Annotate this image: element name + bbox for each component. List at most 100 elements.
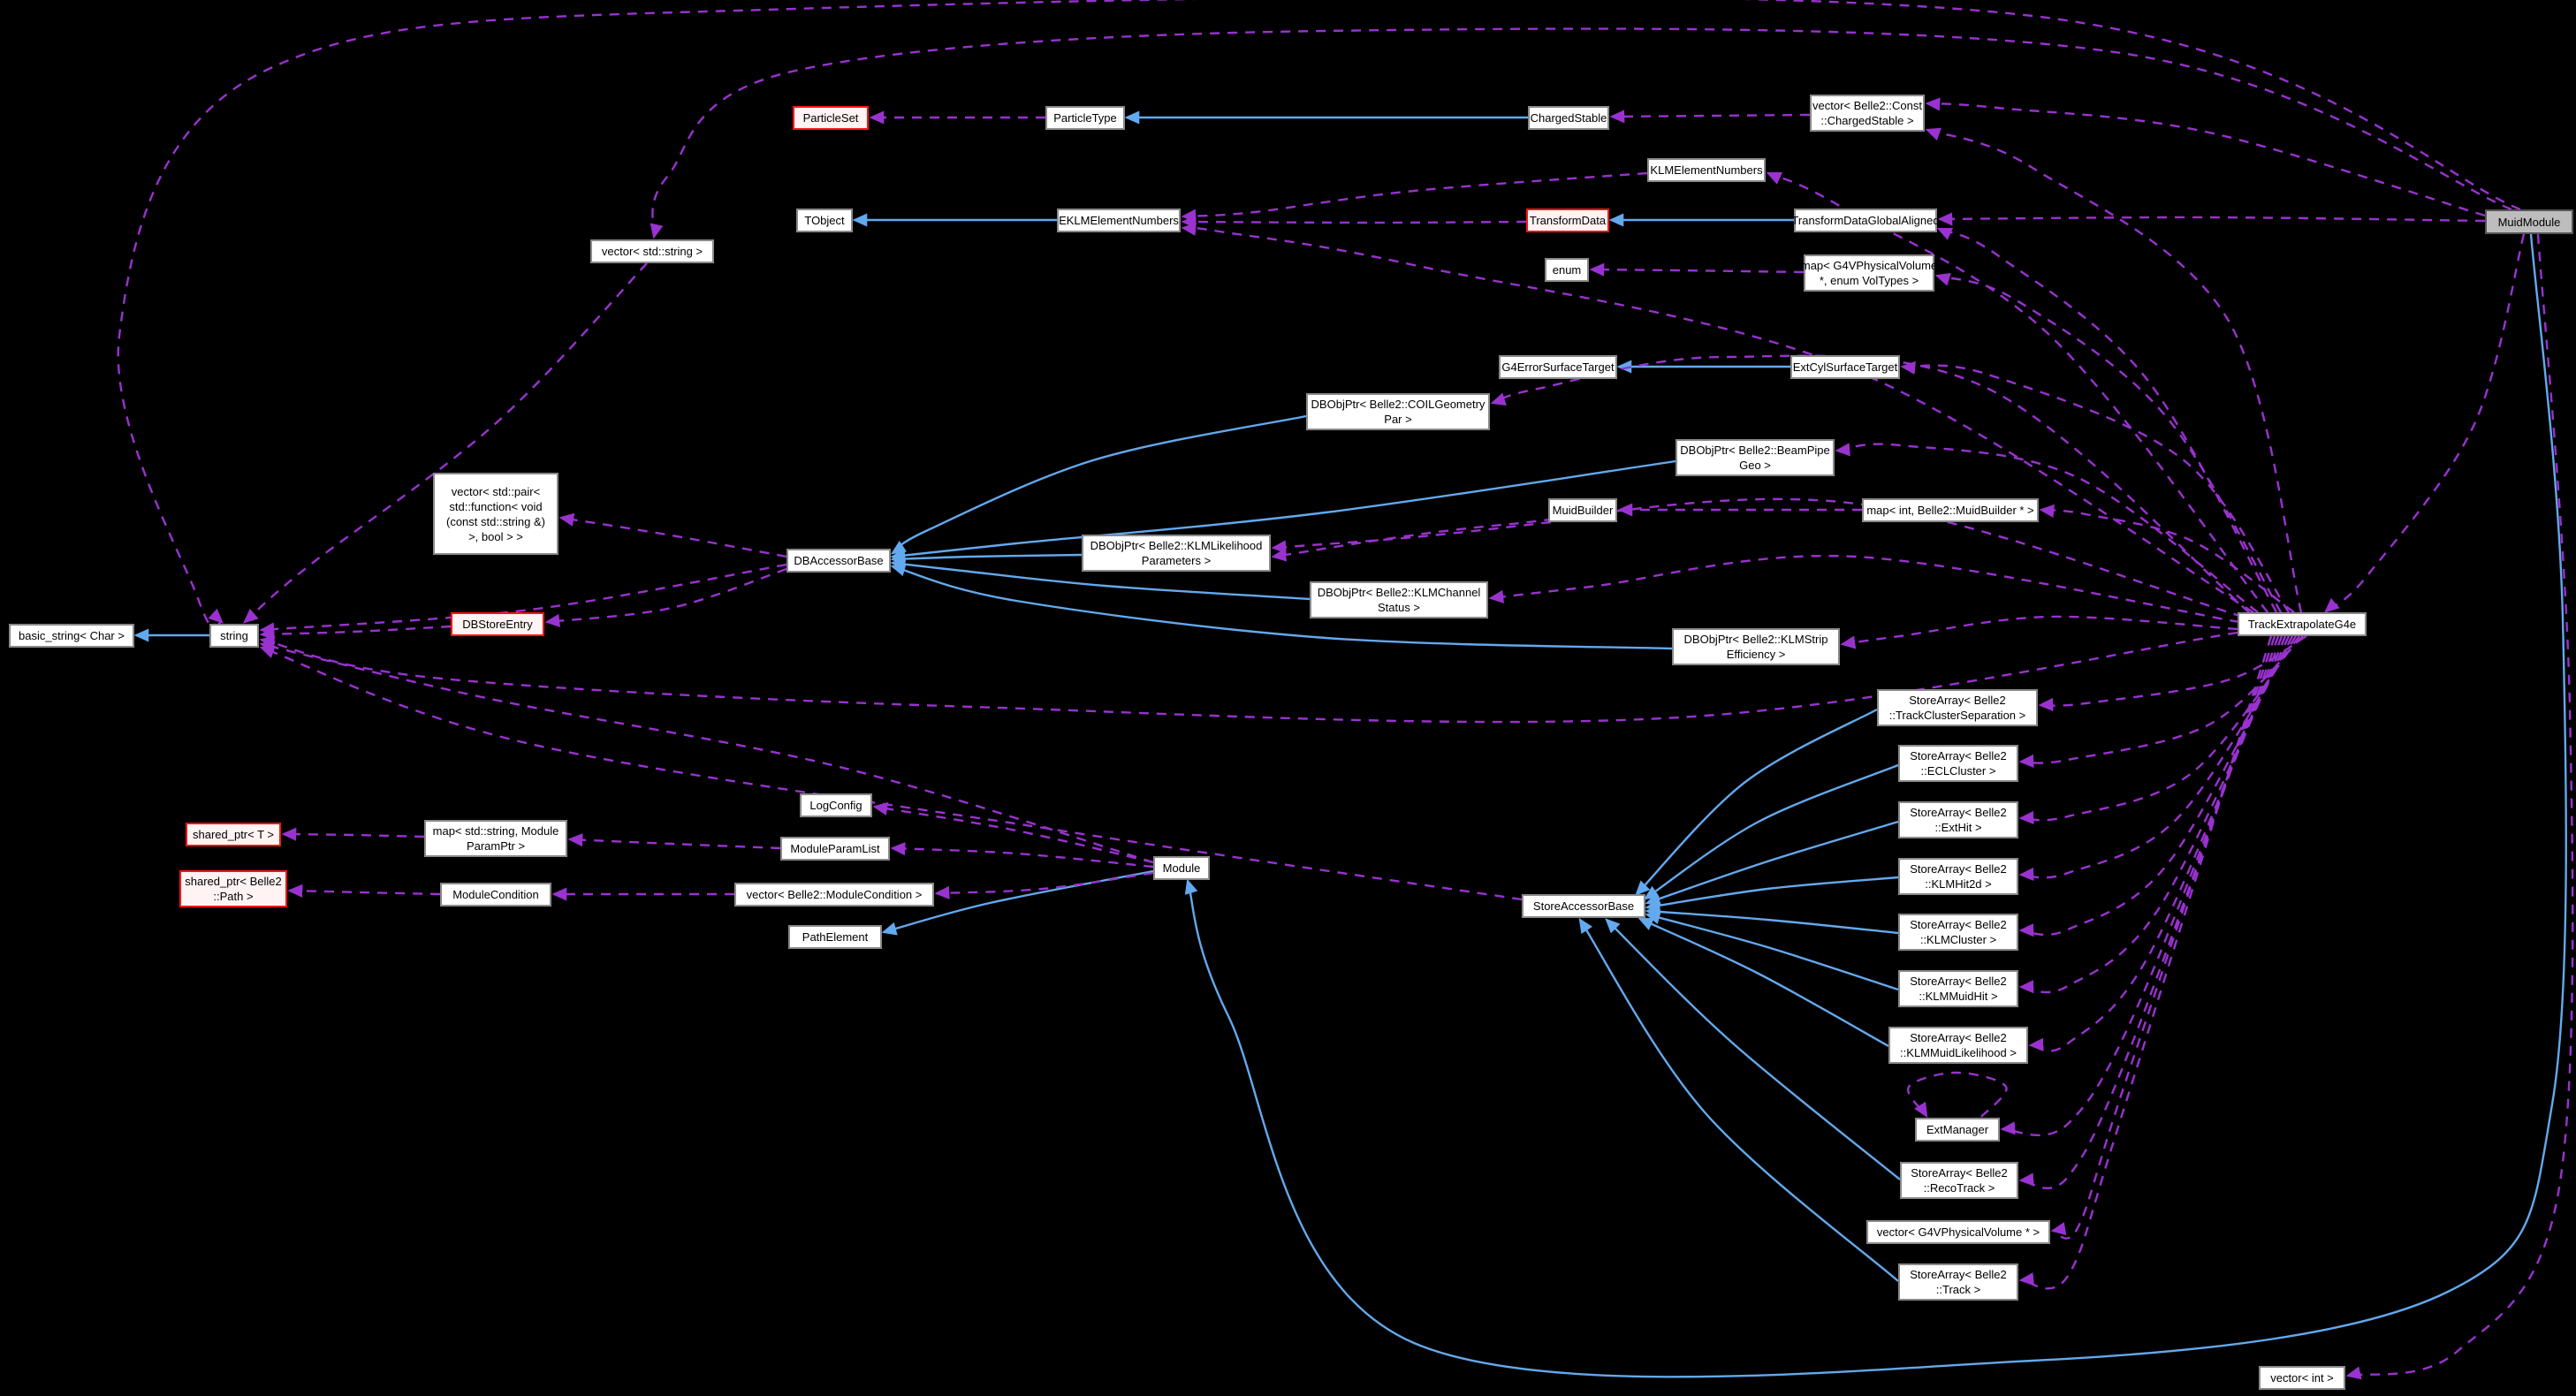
node-label: DBStoreEntry — [462, 618, 533, 631]
edge-dbobjptr-coil-to-db-accessor-base — [890, 414, 1307, 555]
node-sa-ecl-cluster[interactable]: StoreArray< Belle2::ECLCluster > — [1898, 745, 2018, 782]
edge-track-extrapolate-to-dbobjptr-coil — [1490, 354, 2250, 613]
node-klm-element-numbers[interactable]: KLMElementNumbers — [1647, 158, 1766, 182]
edge-muid-module-to-vector-chargedstable — [1925, 97, 2486, 217]
node-particle-type[interactable]: ParticleType — [1045, 106, 1125, 130]
node-sa-klm-cluster[interactable]: StoreArray< Belle2::KLMCluster > — [1898, 914, 2018, 951]
node-module-condition[interactable]: ModuleCondition — [440, 883, 551, 907]
node-track-extrapolate[interactable]: TrackExtrapolateG4e — [2238, 612, 2367, 636]
node-string[interactable]: string — [209, 624, 259, 648]
edge-module-to-module-param-list — [890, 842, 1154, 869]
node-dbstore-entry[interactable]: DBStoreEntry — [451, 612, 544, 636]
node-label: DBObjPtr< Belle2::BeamPipe — [1680, 444, 1830, 457]
edge-track-extrapolate-to-sa-klm-hit2d — [2018, 635, 2298, 882]
node-sa-ext-hit[interactable]: StoreArray< Belle2::ExtHit > — [1898, 801, 2018, 838]
node-ext-manager[interactable]: ExtManager — [1915, 1118, 2000, 1142]
node-label: ::Track > — [1935, 1283, 1981, 1296]
edge-sa-klm-muid-hit-to-store-accessor-base — [1645, 911, 1899, 991]
node-vector-pair-function[interactable]: vector< std::pair<std::function< void(co… — [433, 473, 559, 555]
node-label: (const std::string &) — [446, 514, 545, 528]
edge-ext-manager-to-ext-manager — [1906, 1071, 2008, 1119]
node-db-accessor-base[interactable]: DBAccessorBase — [786, 549, 891, 573]
node-map-voltypes[interactable]: map< G4VPhysicalVolume*, enum VolTypes > — [1800, 254, 1938, 292]
node-vector-g4vphysicalvolume[interactable]: vector< G4VPhysicalVolume * > — [1866, 1220, 2050, 1244]
edge-track-extrapolate-to-map-voltypes — [1934, 273, 2283, 613]
node-sa-klm-muid-hit[interactable]: StoreArray< Belle2::KLMMuidHit > — [1898, 970, 2018, 1007]
node-path-element[interactable]: PathElement — [788, 925, 882, 949]
edge-sa-track-to-store-accessor-base — [1578, 917, 1899, 1282]
edge-track-extrapolate-to-ext-cyl-surface-target — [1900, 360, 2290, 613]
node-g4-error-surface-target[interactable]: G4ErrorSurfaceTarget — [1499, 355, 1617, 379]
node-label: ::ChargedStable > — [1820, 114, 1914, 127]
node-label: Status > — [1377, 601, 1421, 614]
node-transform-data[interactable]: TransformData — [1526, 209, 1609, 232]
edge-track-extrapolate-to-ext-manager — [2000, 635, 2283, 1137]
node-vector-int[interactable]: vector< int > — [2259, 1366, 2345, 1390]
node-label: ::RecoTrack > — [1923, 1181, 1995, 1195]
node-transform-data-global-aligned[interactable]: TransformDataGlobalAligned — [1791, 209, 1940, 232]
node-charged-stable[interactable]: ChargedStable — [1528, 106, 1609, 130]
edge-dbobjptr-klmlikelihood-to-db-accessor-base — [890, 551, 1083, 566]
node-label: StoreArray< Belle2 — [1910, 749, 2007, 762]
node-vector-module-condition[interactable]: vector< Belle2::ModuleCondition > — [734, 883, 934, 907]
node-label: Efficiency > — [1726, 648, 1786, 661]
node-shared-ptr-path[interactable]: shared_ptr< Belle2::Path > — [179, 870, 287, 907]
node-sa-klm-hit2d[interactable]: StoreArray< Belle2::KLMHit2d > — [1898, 858, 2018, 895]
node-muid-builder[interactable]: MuidBuilder — [1548, 498, 1617, 522]
node-label: >, bool > > — [468, 529, 523, 543]
node-store-accessor-base[interactable]: StoreAccessorBase — [1522, 894, 1645, 918]
edge-vector-chargedstable-to-charged-stable — [1609, 110, 1811, 124]
node-label: ::TrackClusterSeparation > — [1888, 709, 2026, 722]
node-sa-track[interactable]: StoreArray< Belle2::Track > — [1898, 1263, 2018, 1301]
node-vector-std-string[interactable]: vector< std::string > — [590, 239, 714, 263]
node-module[interactable]: Module — [1153, 856, 1210, 880]
edge-track-extrapolate-to-sa-track — [2018, 635, 2273, 1290]
edge-muid-module-to-transform-data-global-aligned — [1937, 212, 2486, 226]
node-label: std::function< void — [449, 499, 543, 513]
node-basic-string[interactable]: basic_string< Char > — [9, 624, 134, 648]
edge-module-param-list-to-map-moduleparamptr — [567, 833, 781, 850]
node-muid-module[interactable]: MuidModule — [2485, 209, 2573, 234]
node-sa-klm-muid-likelihood[interactable]: StoreArray< Belle2::KLMMuidLikelihood > — [1888, 1027, 2028, 1064]
node-label: StoreAccessorBase — [1532, 899, 1635, 913]
node-label: map< G4VPhysicalVolume — [1800, 259, 1938, 272]
node-label: ::KLMMuidLikelihood > — [1900, 1046, 2017, 1059]
edge-track-extrapolate-to-string — [259, 631, 2238, 724]
edge-module-to-vector-module-condition — [934, 871, 1154, 899]
node-shared-ptr-t[interactable]: shared_ptr< T > — [186, 823, 281, 846]
edge-track-extrapolate-to-sa-klm-muid-hit — [2018, 635, 2291, 994]
node-sa-reco-track[interactable]: StoreArray< Belle2::RecoTrack > — [1900, 1162, 2018, 1199]
edge-track-extrapolate-to-dbobjptr-klmstrip — [1840, 615, 2238, 649]
node-particle-set[interactable]: ParticleSet — [793, 106, 869, 130]
edge-track-extrapolate-to-dbobjptr-klmchannel — [1488, 554, 2240, 624]
node-label: DBObjPtr< Belle2::KLMChannel — [1317, 586, 1481, 599]
node-log-config[interactable]: LogConfig — [800, 793, 872, 817]
edge-track-extrapolate-to-vector-g4vphysicalvolume — [2050, 635, 2276, 1240]
node-sa-track-cluster-separation[interactable]: StoreArray< Belle2::TrackClusterSeparati… — [1877, 689, 2038, 726]
edge-dbobjptr-klmstrip-to-db-accessor-base — [890, 563, 1673, 650]
node-eklm-element-numbers[interactable]: EKLMElementNumbers — [1057, 209, 1181, 232]
node-map-muidbuilder[interactable]: map< int, Belle2::MuidBuilder * > — [1862, 498, 2039, 522]
node-enum[interactable]: enum — [1545, 258, 1589, 282]
node-label: vector< int > — [2270, 1371, 2334, 1385]
edge-sa-klm-muid-likelihood-to-store-accessor-base — [1638, 917, 1889, 1048]
node-label: enum — [1552, 263, 1582, 277]
edge-track-extrapolate-to-eklm-element-numbers — [1181, 222, 2254, 614]
node-label: vector< std::string > — [601, 245, 703, 258]
node-ext-cyl-surface-target[interactable]: ExtCylSurfaceTarget — [1790, 355, 1900, 379]
node-module-param-list[interactable]: ModuleParamList — [780, 837, 890, 861]
node-tobject[interactable]: TObject — [796, 209, 853, 232]
edge-store-accessor-base-to-string — [259, 645, 1523, 901]
edge-klm-element-numbers-to-eklm-element-numbers — [1181, 171, 1648, 223]
node-vector-chargedstable[interactable]: vector< Belle2::Const::ChargedStable > — [1810, 95, 1925, 132]
edge-dbobjptr-klmchannel-to-db-accessor-base — [890, 558, 1311, 601]
node-label: map< std::string, Module — [432, 824, 559, 838]
